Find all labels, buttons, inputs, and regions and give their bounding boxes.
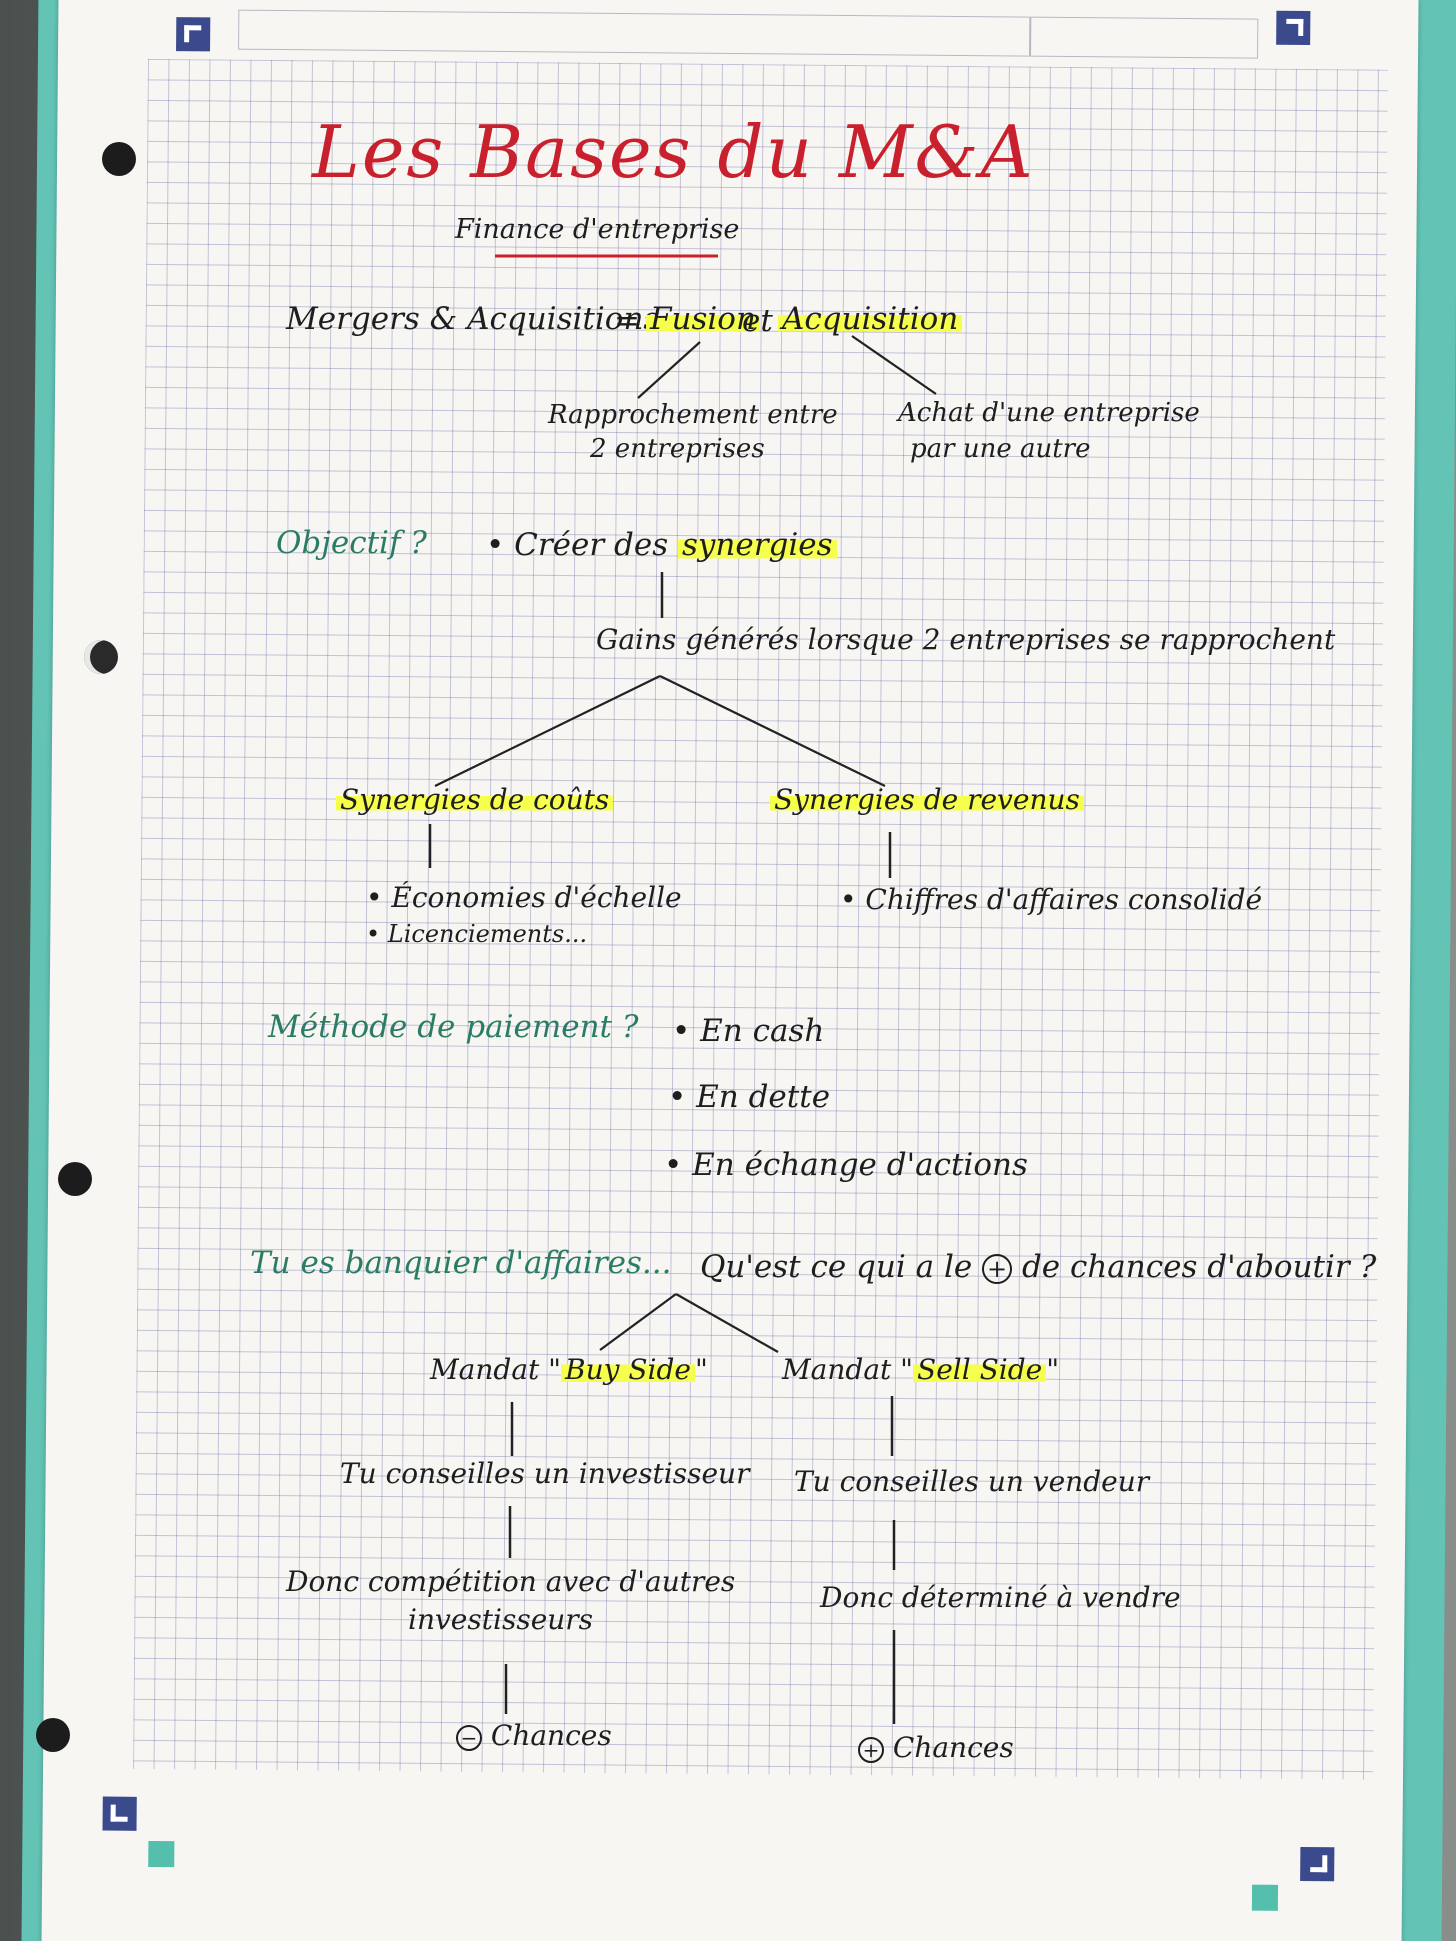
objectif-bullet: • Créer des synergies [486,527,837,563]
binder-hole-2 [84,640,118,674]
sell-side-mandate: Mandat "Sell Side" [782,1353,1060,1386]
cost-synergy-item-2: • Licenciements... [366,920,588,948]
line-to-buy [599,1293,677,1351]
cost-synergy-item-1: • Économies d'échelle [366,881,682,914]
sell-side-result: + Chances [858,1734,1014,1763]
objectif-bullet-text: • Créer des [486,527,669,563]
binder-hole-4 [36,1718,70,1752]
binder-hole-1 [102,142,136,176]
banker-heading: Tu es banquier d'affaires... [250,1245,672,1281]
sell-side-step2: Donc déterminé à vendre [820,1581,1181,1614]
buy-side-step1: Tu conseilles un investisseur [340,1457,750,1490]
acquisition-note-line2: par une autre [910,434,1091,464]
line-to-revenues [659,675,886,787]
buy-side-step2-line1: Donc compétition avec d'autres [286,1565,736,1598]
banker-question-prefix: Qu'est ce qui a le [700,1249,973,1285]
payment-item-shares: • En échange d'actions [664,1147,1028,1183]
banker-question: Qu'est ce qui a le + de chances d'abouti… [700,1252,1376,1284]
buy-side-highlight: Buy Side [561,1353,696,1386]
sell-side-highlight: Sell Side [913,1353,1047,1386]
banker-question-suffix: de chances d'aboutir ? [1021,1249,1377,1285]
minus-circle-icon: − [456,1724,482,1751]
acquisition-note-line1: Achat d'une entreprise [898,398,1200,428]
term-mergers-acquisitions: Mergers & Acquisitions [286,301,660,337]
buy-side-mandate: Mandat "Buy Side" [430,1353,708,1386]
buy-side-prefix: Mandat " [430,1353,562,1386]
term-acquisition: Acquisition [778,304,963,335]
line-acquisition [851,335,937,395]
sell-side-prefix: Mandat " [782,1353,914,1386]
plus-circle-icon-result: + [858,1736,884,1763]
synergies-highlight: synergies [678,527,837,563]
buy-side-suffix: " [695,1353,708,1386]
revenue-synergy-item-1: • Chiffres d'affaires consolidé [840,883,1263,916]
buy-side-result: − Chances [456,1722,612,1751]
buy-side-result-text: Chances [490,1719,612,1752]
payment-item-cash: • En cash [672,1013,825,1049]
equals-sign: = [614,303,640,339]
line-to-sell [675,1293,779,1353]
payment-item-debt: • En dette [668,1079,831,1115]
buy-side-step2-line2: investisseurs [408,1603,594,1636]
gains-definition: Gains générés lorsque 2 entreprises se r… [596,623,1336,656]
sell-side-result-text: Chances [892,1731,1014,1764]
page-title: Les Bases du M&A [312,110,1035,194]
term-connector: et [742,303,773,339]
term-fusion: Fusion [646,304,760,335]
page-subtitle: Finance d'entreprise [455,214,740,245]
payment-heading: Méthode de paiement ? [268,1009,639,1045]
fusion-note-line2: 2 entreprises [590,434,765,464]
sell-side-step1: Tu conseilles un vendeur [794,1465,1150,1498]
fusion-note-line1: Rapprochement entre [548,400,838,430]
plus-circle-icon: + [982,1253,1013,1284]
line-fusion [637,341,701,399]
sell-side-suffix: " [1046,1353,1060,1386]
objectif-heading: Objectif ? [276,525,427,561]
binder-hole-3 [58,1162,92,1196]
cost-synergies-label: Synergies de coûts [336,786,614,814]
revenue-synergies-label: Synergies de revenus [770,786,1084,814]
line-to-costs [434,675,661,787]
